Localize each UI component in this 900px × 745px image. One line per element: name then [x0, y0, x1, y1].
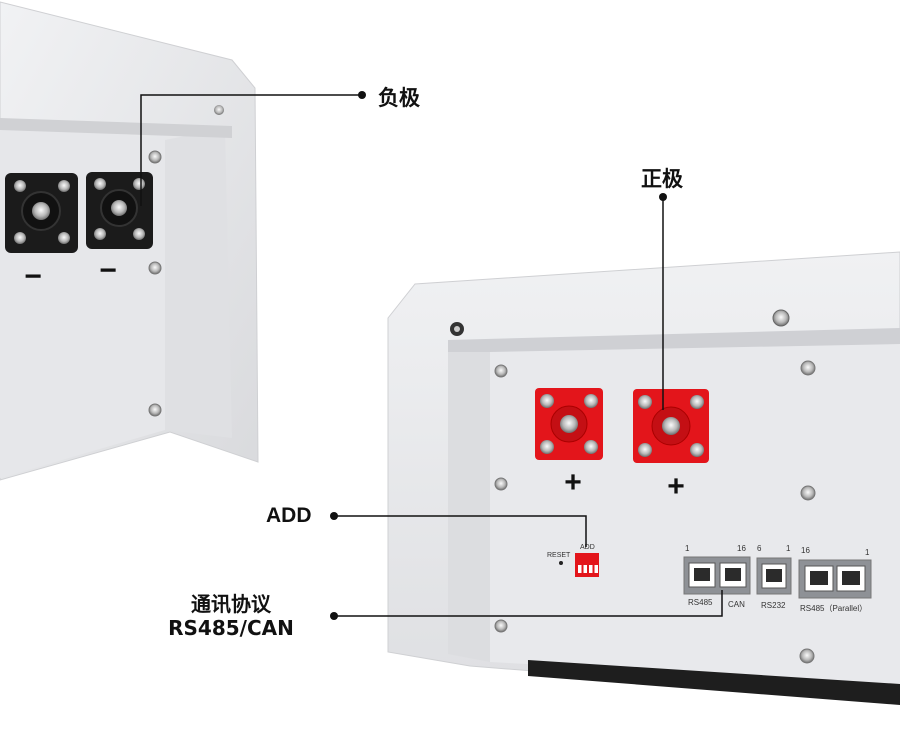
- plus-symbol-1: +: [564, 466, 582, 499]
- right-cabinet: RESET ADD 1 16 RS485 CAN 6 1 RS232 16 1 …: [387, 251, 900, 705]
- leader-lines: [140, 94, 723, 617]
- negative-terminal-2: [86, 172, 153, 249]
- positive-terminal-2: [633, 389, 709, 463]
- port-rs485-can[interactable]: [683, 556, 751, 595]
- port2-left-num: 6: [757, 544, 762, 553]
- port3-label: RS485（Parallel）: [800, 604, 867, 613]
- comm-protocol-line1: 通讯协议: [191, 592, 271, 616]
- port3-left-num: 16: [801, 546, 810, 555]
- port2-label: RS232: [761, 601, 786, 610]
- port3-right-num: 1: [865, 548, 870, 557]
- add-small-label: ADD: [580, 544, 595, 551]
- left-screws: [148, 105, 224, 417]
- minus-symbol-2: −: [99, 254, 117, 287]
- comm-protocol-callout: 通讯协议 RS485/CAN: [156, 592, 306, 640]
- port1-label-rs485: RS485: [688, 598, 713, 607]
- port2-right-num: 1: [786, 544, 791, 553]
- plus-symbol-2: +: [667, 470, 685, 503]
- port1-label-can: CAN: [728, 600, 745, 609]
- negative-callout: 负极: [378, 86, 420, 110]
- reset-label: RESET: [547, 552, 571, 559]
- leader-negative: [140, 94, 362, 206]
- leader-add: [334, 515, 587, 547]
- negative-terminal-1: [5, 173, 78, 253]
- positive-terminal-1: [535, 388, 603, 460]
- port-parallel[interactable]: [798, 559, 872, 599]
- leader-comm: [334, 590, 723, 617]
- minus-symbol-1: −: [24, 260, 42, 293]
- reset-button[interactable]: [559, 561, 563, 565]
- right-screws: [450, 309, 816, 664]
- positive-callout: 正极: [641, 167, 683, 191]
- comm-protocol-line2: RS485/CAN: [168, 616, 294, 640]
- left-cabinet: [0, 1, 259, 481]
- add-dip-switch[interactable]: [575, 553, 599, 577]
- add-callout: ADD: [266, 504, 312, 527]
- leader-dots: [330, 91, 667, 620]
- port1-right-num: 16: [737, 544, 746, 553]
- port-rs232[interactable]: [756, 557, 792, 595]
- port1-left-num: 1: [685, 544, 690, 553]
